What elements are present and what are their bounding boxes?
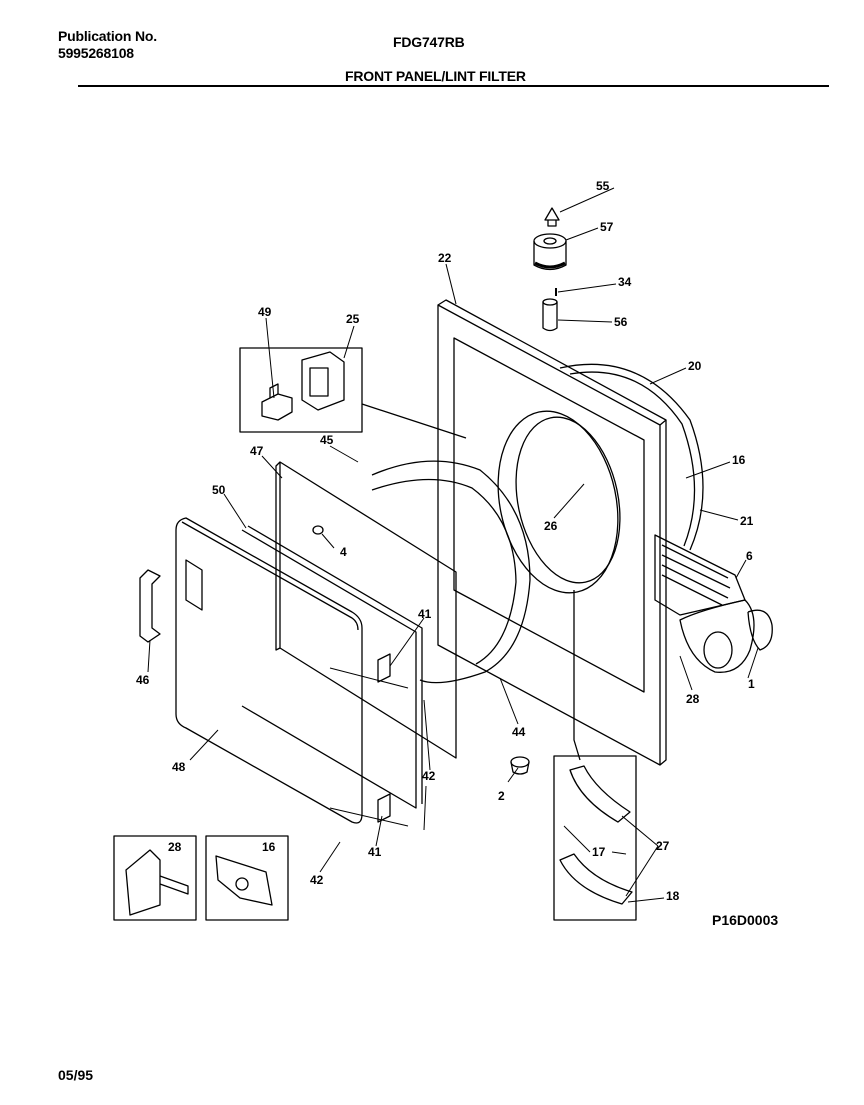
callout-22: 22 bbox=[438, 251, 452, 265]
model-number: FDG747RB bbox=[393, 34, 465, 50]
callout-56: 56 bbox=[614, 315, 628, 329]
callout-42-upper: 42 bbox=[422, 769, 436, 783]
inset-switch-box bbox=[239, 347, 363, 433]
callout-57: 57 bbox=[600, 220, 614, 234]
inset-part-28 bbox=[113, 835, 197, 921]
part-48-outer-door bbox=[175, 517, 363, 824]
switch-box-leader bbox=[361, 403, 467, 439]
callout-4: 4 bbox=[340, 545, 347, 559]
callout-18: 18 bbox=[666, 889, 680, 903]
callout-16-inset: 16 bbox=[262, 840, 276, 854]
callout-48: 48 bbox=[172, 760, 186, 774]
filter-leader bbox=[573, 590, 581, 761]
callout-44: 44 bbox=[512, 725, 526, 739]
callout-50: 50 bbox=[212, 483, 226, 497]
part-22-front-panel bbox=[437, 299, 667, 766]
part-47-inner-door-panel bbox=[275, 461, 457, 759]
callout-6: 6 bbox=[746, 549, 753, 563]
part-41-hinge-lower bbox=[377, 793, 391, 823]
part-49-switch-actuator bbox=[261, 383, 293, 421]
callout-17: 17 bbox=[592, 845, 606, 859]
callout-42-lower: 42 bbox=[310, 873, 324, 887]
part-56-shaft bbox=[542, 298, 558, 332]
callout-20: 20 bbox=[688, 359, 702, 373]
callout-45: 45 bbox=[320, 433, 334, 447]
publication-label: Publication No. bbox=[58, 28, 157, 44]
publication-number: 5995268108 bbox=[58, 45, 134, 61]
part-16-clip bbox=[215, 855, 273, 906]
header-rule bbox=[78, 85, 829, 87]
part-55-knob bbox=[544, 207, 560, 227]
part-41-hinge-upper bbox=[377, 653, 391, 683]
part-2-foot bbox=[510, 756, 530, 775]
part-57-bushing bbox=[533, 233, 567, 271]
callout-28-inset: 28 bbox=[168, 840, 182, 854]
part-20-drum-ring bbox=[559, 363, 704, 551]
callout-47: 47 bbox=[250, 444, 264, 458]
inset-lint-filter-box bbox=[553, 755, 637, 921]
part-46-door-handle bbox=[139, 559, 203, 643]
inset-part-16 bbox=[205, 835, 289, 921]
callout-41-upper: 41 bbox=[418, 607, 432, 621]
callout-34: 34 bbox=[618, 275, 632, 289]
callout-21: 21 bbox=[740, 514, 754, 528]
callout-25: 25 bbox=[346, 312, 360, 326]
callout-1: 1 bbox=[748, 677, 755, 691]
callout-labels: 55 57 34 56 22 20 49 25 45 47 16 50 26 2… bbox=[136, 179, 755, 903]
part-1-blower-housing bbox=[679, 599, 773, 673]
part-28-bracket bbox=[125, 849, 161, 916]
callout-49: 49 bbox=[258, 305, 272, 319]
callout-27: 27 bbox=[656, 839, 670, 853]
part-27-lint-filter-halves bbox=[559, 765, 633, 905]
callout-28-right: 28 bbox=[686, 692, 700, 706]
part-44-door-liner bbox=[371, 460, 531, 684]
part-4-fastener bbox=[312, 525, 324, 535]
section-title: FRONT PANEL/LINT FILTER bbox=[345, 68, 526, 84]
callout-16-upper: 16 bbox=[732, 453, 746, 467]
part-50-gasket bbox=[241, 529, 417, 809]
part-25-door-switch bbox=[301, 351, 345, 411]
callout-41-lower: 41 bbox=[368, 845, 382, 859]
footer-date: 05/95 bbox=[58, 1067, 94, 1083]
callout-2: 2 bbox=[498, 789, 505, 803]
callout-46: 46 bbox=[136, 673, 150, 687]
callout-26: 26 bbox=[544, 519, 558, 533]
diagram-code: P16D0003 bbox=[712, 912, 779, 928]
leader-lines bbox=[147, 187, 759, 903]
callout-55: 55 bbox=[596, 179, 610, 193]
